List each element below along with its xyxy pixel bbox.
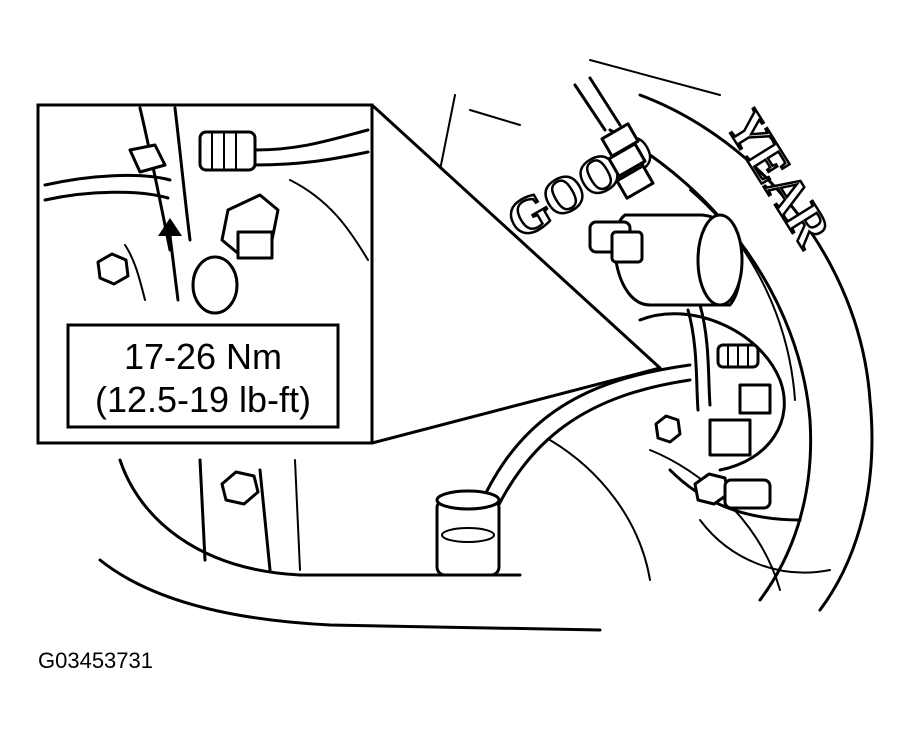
fuel-filter-assembly <box>435 76 744 577</box>
torque-label-box <box>66 323 340 429</box>
drain-container <box>435 498 501 577</box>
detail-callout: 17-26 Nm (12.5-19 lb-ft) <box>36 103 662 445</box>
torque-spec-nm: 17-26 Nm <box>124 336 282 377</box>
torque-spec-lbft: (12.5-19 lb-ft) <box>95 379 311 420</box>
figure-code: G03453731 <box>38 648 153 673</box>
background-scene <box>98 59 874 632</box>
detail-inset-drawing <box>43 106 370 315</box>
